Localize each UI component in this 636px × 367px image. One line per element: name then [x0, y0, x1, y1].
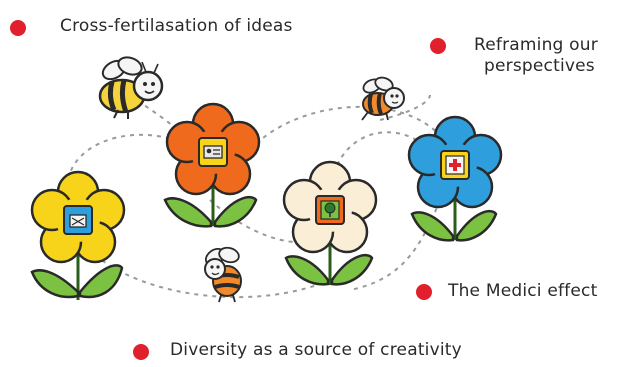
flower-orange — [163, 102, 261, 228]
tree-icon — [315, 195, 345, 225]
folder-icon — [63, 205, 93, 235]
bee-icon — [98, 56, 164, 119]
bee-icon — [361, 76, 405, 121]
id-card-icon — [198, 137, 228, 167]
bullet-cross-fertilisation — [10, 20, 26, 36]
stem — [163, 186, 258, 228]
flower-cream — [282, 160, 378, 286]
flower-yellow — [30, 170, 126, 300]
bullet-diversity — [133, 344, 149, 360]
flower-blue — [407, 115, 503, 242]
flight-path — [66, 94, 451, 299]
medical-cross-icon — [440, 150, 470, 180]
label-cross-fertilisation: Cross-fertilasation of ideas — [60, 16, 293, 36]
bee-icon — [204, 246, 242, 303]
label-medici: The Medici effect — [448, 281, 598, 301]
bullet-medici — [416, 284, 432, 300]
stem — [30, 255, 124, 300]
label-diversity: Diversity as a source of creativity — [170, 340, 462, 360]
stem — [284, 245, 374, 286]
bullet-reframing — [430, 38, 446, 54]
label-reframing-line1: Reframing our — [474, 35, 598, 55]
label-reframing-line2: perspectives — [484, 56, 595, 76]
stem — [410, 200, 498, 242]
